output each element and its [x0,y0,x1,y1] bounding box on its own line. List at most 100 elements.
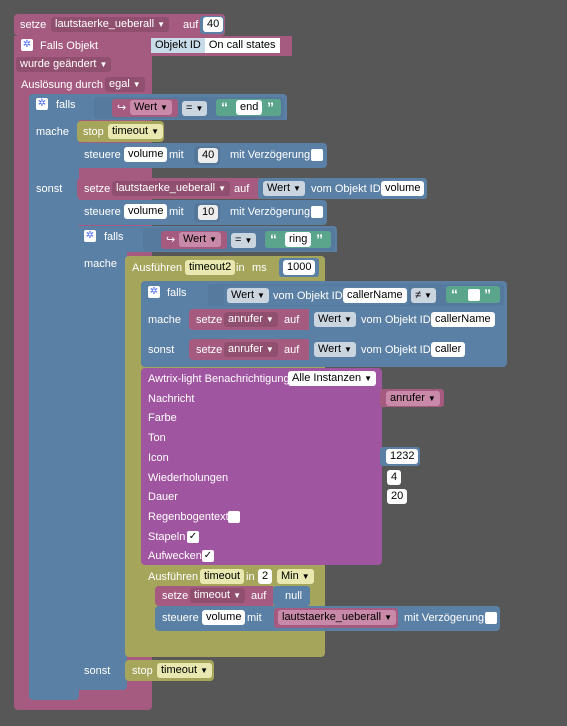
delay-checkbox[interactable] [311,149,323,161]
set-anrufer-callername[interactable]: setze anrufer▼ auf [189,309,309,330]
mache-label: mache [84,258,118,270]
number-block[interactable]: 1000 [279,258,319,277]
unit-dropdown[interactable]: Min▼ [277,569,314,584]
set-anrufer-caller[interactable]: setze anrufer▼ auf [189,339,309,360]
stop-timeout-block[interactable]: stop timeout▼ [77,121,164,142]
gear-icon[interactable]: ✲ [21,39,33,51]
operator-dropdown[interactable]: =▼ [182,101,208,116]
ton-label: Ton [148,432,166,444]
dauer-value[interactable]: 20 [387,489,408,504]
number-block[interactable]: 10 [194,203,220,222]
wert-dropdown[interactable]: Wert▼ [179,232,221,247]
variable-dropdown[interactable]: anrufer▼ [224,312,278,327]
chevron-down-icon: ▼ [265,345,274,354]
awtrix-notification-block[interactable] [141,368,382,565]
falls-label: falls [104,231,124,243]
chevron-down-icon: ▼ [364,374,373,383]
wert-dropdown[interactable]: Wert▼ [227,288,269,303]
anrufer-var-block[interactable]: anrufer▼ [380,389,444,407]
gear-icon[interactable]: ✲ [84,230,96,242]
object-id-field[interactable]: callerName [343,288,407,303]
wiederholungen-value[interactable]: 4 [387,470,402,485]
variable-dropdown[interactable]: anrufer▼ [224,342,278,357]
set-label: setze [84,183,111,195]
number-value[interactable]: 10 [198,205,219,220]
timeout-name-field[interactable]: timeout2 [185,260,236,275]
if2-block[interactable] [77,226,127,690]
wert-dropdown[interactable]: Wert▼ [314,312,356,327]
number-value[interactable]: 1000 [283,260,316,275]
if-block-end[interactable] [29,94,79,700]
wert-dropdown[interactable]: Wert▼ [314,342,356,357]
variable-dropdown[interactable]: lautstaerke_ueberall▼ [112,181,230,196]
number-value[interactable]: 40 [203,17,224,32]
wert-value: Wert [318,313,342,325]
set-lautstaerke-top[interactable]: setze lautstaerke_ueberall▼ auf 40 [14,14,225,36]
chevron-down-icon: ▼ [344,315,352,324]
delay-checkbox[interactable] [311,206,323,218]
gear-icon[interactable]: ✲ [148,286,160,298]
string-value[interactable]: end [236,100,263,115]
stop-target-dropdown[interactable]: timeout▼ [157,663,212,678]
object-id-field[interactable]: volume [381,181,425,196]
gear-icon[interactable]: ✲ [36,98,48,110]
variable-dropdown[interactable]: anrufer▼ [386,391,440,406]
string-value[interactable]: ring [285,232,312,247]
ausloesung-dropdown[interactable]: egal▼ [105,77,145,92]
get-value-block[interactable]: Wert▼ vom Objekt ID volume [258,178,427,199]
wert-block[interactable]: ↪ Wert▼ [161,231,227,249]
instances-dropdown[interactable]: Alle Instanzen▼ [288,371,377,386]
stop-target-dropdown[interactable]: timeout▼ [108,124,163,139]
volume-field[interactable]: volume [124,204,168,219]
volume-field[interactable]: volume [124,147,168,162]
get-value-block[interactable]: Wert▼ vom Objekt ID callerName [224,286,408,305]
empty-string-field[interactable] [468,289,480,301]
variable-name: anrufer [228,313,263,325]
set-lautstaerke-block[interactable]: setze lautstaerke_ueberall▼ auf [77,178,260,199]
timeout-name-field[interactable]: timeout [200,569,245,584]
object-id-value: On call states [204,38,280,53]
null-block[interactable]: null [273,586,310,606]
icon-value[interactable]: 1232 [386,449,419,464]
variable-name: timeout [194,589,231,601]
chevron-down-icon: ▼ [244,236,253,245]
set-label: setze [20,19,47,31]
number-block[interactable]: 40 [200,16,224,34]
variable-dropdown[interactable]: lautstaerke_ueberall▼ [51,17,169,32]
variable-dropdown[interactable]: timeout▼ [190,588,245,603]
object-id-field[interactable]: callerName [431,312,495,327]
regenbogentext-checkbox[interactable] [228,511,240,523]
operator-dropdown[interactable]: =▼ [231,233,257,248]
null-value: null [285,590,303,602]
aufwecken-checkbox[interactable]: ✓ [202,550,214,562]
string-block[interactable]: “ end ” [216,99,281,116]
steuere-volume-lautstaerke[interactable]: steuere volume mit lautstaerke_ueberall▼… [155,606,500,631]
icon-number-block[interactable]: 1232 [380,447,420,466]
get-value-block[interactable]: Wert▼ vom Objekt ID callerName [309,309,497,330]
wert-dropdown[interactable]: Wert▼ [130,100,172,115]
timeout-value[interactable]: 2 [258,569,273,584]
stapeln-checkbox[interactable]: ✓ [187,531,199,543]
changed-dropdown[interactable]: wurde geändert▼ [16,57,112,72]
volume-field[interactable]: volume [202,610,246,625]
get-value-block[interactable]: Wert▼ vom Objekt ID caller [309,339,470,360]
delay-checkbox[interactable] [485,612,497,624]
object-id-field[interactable]: caller [431,342,466,357]
string-block[interactable]: “ ring ” [265,231,331,248]
operator-dropdown[interactable]: ≠▼ [411,288,436,303]
number-block[interactable]: 40 [194,146,220,165]
chevron-down-icon: ▼ [209,235,217,244]
steuere-volume-10[interactable]: steuere volume mit 10 mit Verzögerung [77,200,327,225]
string-block[interactable]: “ ” [446,286,500,303]
set-timeout-null[interactable]: setze timeout▼ auf [155,586,273,606]
wert-dropdown[interactable]: Wert▼ [263,181,305,196]
awtrix-title: Awtrix-light Benachrichtigung [148,373,290,385]
lautstaerke-var-block[interactable]: lautstaerke_ueberall▼ [274,608,398,628]
number-value[interactable]: 40 [198,148,219,163]
wert-block[interactable]: ↪ Wert▼ [112,99,178,117]
aufwecken-label: Aufwecken [148,550,202,562]
stop-timeout-block[interactable]: stop timeout▼ [125,660,214,681]
steuere-volume-40[interactable]: steuere volume mit 40 mit Verzögerung [77,143,327,168]
variable-dropdown[interactable]: lautstaerke_ueberall▼ [278,610,396,625]
